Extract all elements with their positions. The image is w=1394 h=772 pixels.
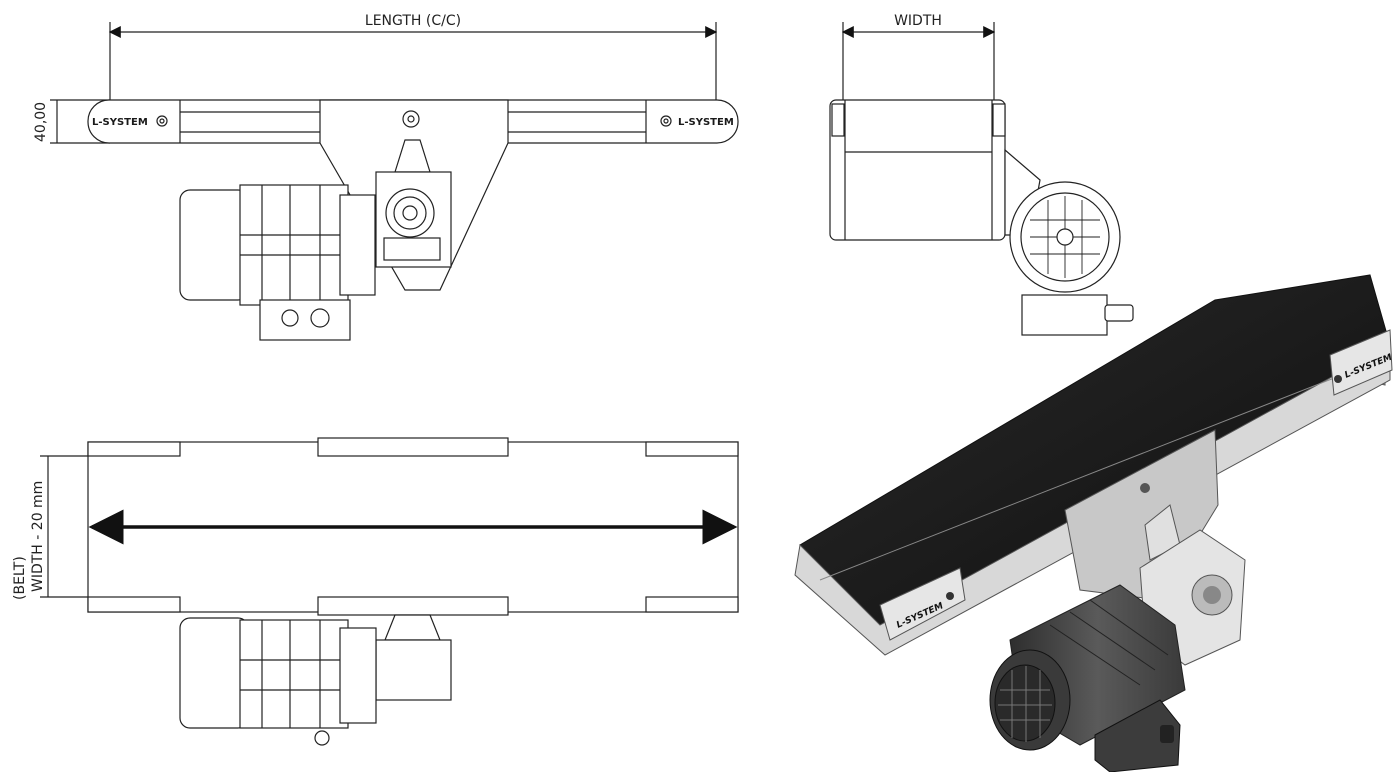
isometric-view: L-SYSTEM L-SYSTEM xyxy=(794,274,1394,772)
logo-right: L-SYSTEM xyxy=(678,117,734,128)
width-dimension: WIDTH xyxy=(841,13,996,100)
top-view: (BELT) WIDTH - 20 mm xyxy=(12,437,739,746)
length-label: LENGTH (C/C) xyxy=(365,13,461,29)
length-dimension: LENGTH (C/C) xyxy=(108,13,718,100)
logo-left: L-SYSTEM xyxy=(92,117,148,128)
belt-label-line1: (BELT) xyxy=(12,556,28,600)
front-view: LENGTH (C/C) 40,00 L-SYSTEM L-SYSTEM xyxy=(33,13,739,341)
width-label: WIDTH xyxy=(894,13,942,29)
fan-cover-grill xyxy=(998,666,1052,742)
height-label: 40,00 xyxy=(33,102,49,142)
height-dimension: 40,00 xyxy=(33,99,110,144)
motor-fins xyxy=(1049,599,1169,686)
belt-label-line2: WIDTH - 20 mm xyxy=(30,481,46,592)
side-view: WIDTH xyxy=(829,13,1134,336)
belt-width-dimension: (BELT) WIDTH - 20 mm xyxy=(12,455,90,600)
